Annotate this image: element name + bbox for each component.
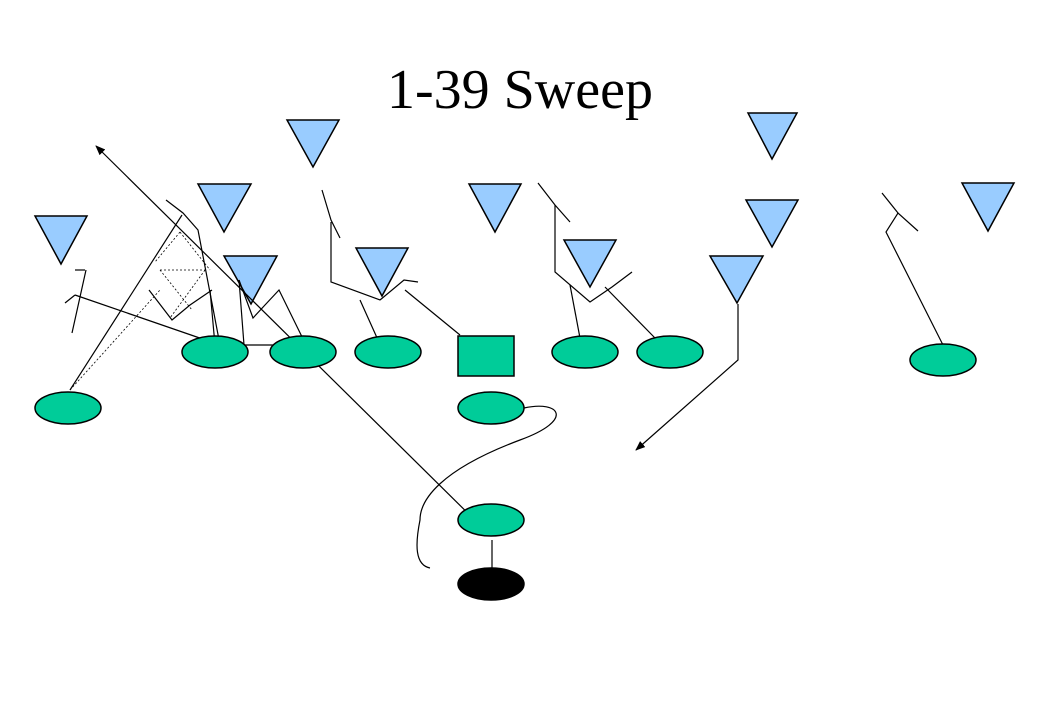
- defender-2: [746, 112, 799, 161]
- defender-11: [708, 255, 765, 305]
- offense-quarterback: [457, 391, 525, 425]
- offense-left-tackle: [269, 335, 337, 369]
- defender-9: [354, 247, 410, 298]
- defender-7: [744, 199, 800, 249]
- defender-4: [467, 183, 523, 234]
- offense-right-guard: [551, 335, 619, 369]
- offense-group: [34, 335, 977, 537]
- offense-left-end: [181, 335, 249, 369]
- offense-right-tackle: [636, 335, 704, 369]
- defender-10: [562, 239, 618, 289]
- defender-3: [196, 183, 253, 234]
- defender-1: [285, 119, 341, 169]
- offense-left-guard: [354, 335, 422, 369]
- offense-split-end: [909, 343, 977, 377]
- defense-group: [33, 112, 1016, 306]
- offense-fullback: [457, 503, 525, 537]
- page-title: 1-39 Sweep: [387, 59, 653, 121]
- zone-lines: [69, 231, 211, 391]
- offense-tailback: [457, 567, 525, 601]
- defender-5: [960, 182, 1016, 233]
- defender-8: [222, 255, 279, 306]
- defender-6: [33, 215, 89, 266]
- offense-center: [457, 335, 515, 377]
- offense-wingback: [34, 391, 102, 425]
